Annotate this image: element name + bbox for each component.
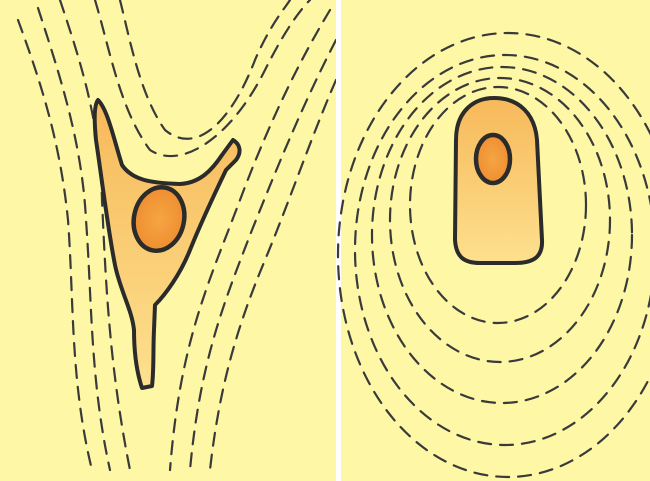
left-panel — [0, 0, 336, 481]
right-cell-nucleus — [476, 135, 510, 183]
right-panel — [338, 0, 650, 481]
panel-divider — [336, 0, 341, 481]
